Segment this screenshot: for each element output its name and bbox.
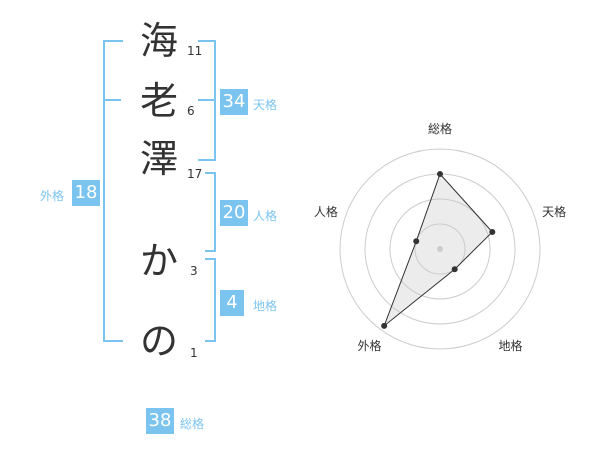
stroke-count-3: 17 — [187, 167, 203, 181]
stroke-count-5: 1 — [190, 346, 198, 360]
radar-label-tenkaku: 天格 — [542, 204, 566, 219]
radar-center-dot — [437, 246, 443, 252]
radar-chart: 総格 天格 地格 外格 人格 — [314, 121, 566, 353]
chikaku-bracket — [205, 258, 216, 342]
soukaku-label: 総格 — [180, 417, 205, 431]
radar-point — [489, 229, 496, 236]
tenkaku-bracket — [198, 40, 216, 161]
radar-label-jinkaku: 人格 — [314, 204, 338, 219]
soukaku-badge: 38 — [146, 408, 174, 434]
radar-label-chikaku: 地格 — [499, 338, 523, 353]
radar-ring — [339, 148, 541, 350]
radar-ring — [414, 223, 466, 275]
radar-ring — [389, 198, 491, 300]
name-char-5: の — [140, 319, 179, 363]
jinkaku-badge: 20 — [220, 200, 248, 226]
radar-label-gaikaku: 外格 — [357, 338, 381, 353]
tenkaku-label: 天格 — [253, 98, 278, 112]
tenkaku-badge: 34 — [220, 89, 248, 115]
gaikaku-bracket — [103, 40, 123, 342]
chikaku-badge: 4 — [220, 290, 244, 316]
stroke-count-1: 11 — [187, 44, 203, 58]
tenkaku-bracket-tick — [198, 99, 214, 101]
name-char-3: 澤 — [140, 137, 179, 181]
radar-point — [451, 266, 458, 273]
name-char-4: か — [140, 239, 179, 283]
name-char-2: 老 — [140, 79, 179, 123]
jinkaku-label: 人格 — [253, 209, 278, 223]
radar-label-soukaku: 総格 — [428, 121, 452, 136]
gaikaku-badge: 18 — [72, 180, 100, 206]
radar-point — [437, 171, 443, 177]
gaikaku-bracket-tick — [105, 99, 121, 101]
name-char-1: 海 — [140, 19, 179, 63]
stroke-count-2: 6 — [187, 104, 195, 118]
gaikaku-label: 外格 — [40, 189, 65, 203]
radar-point — [381, 322, 388, 329]
radar-point — [413, 238, 420, 245]
stroke-count-4: 3 — [190, 264, 198, 278]
jinkaku-bracket — [205, 172, 216, 252]
chikaku-label: 地格 — [253, 299, 278, 313]
